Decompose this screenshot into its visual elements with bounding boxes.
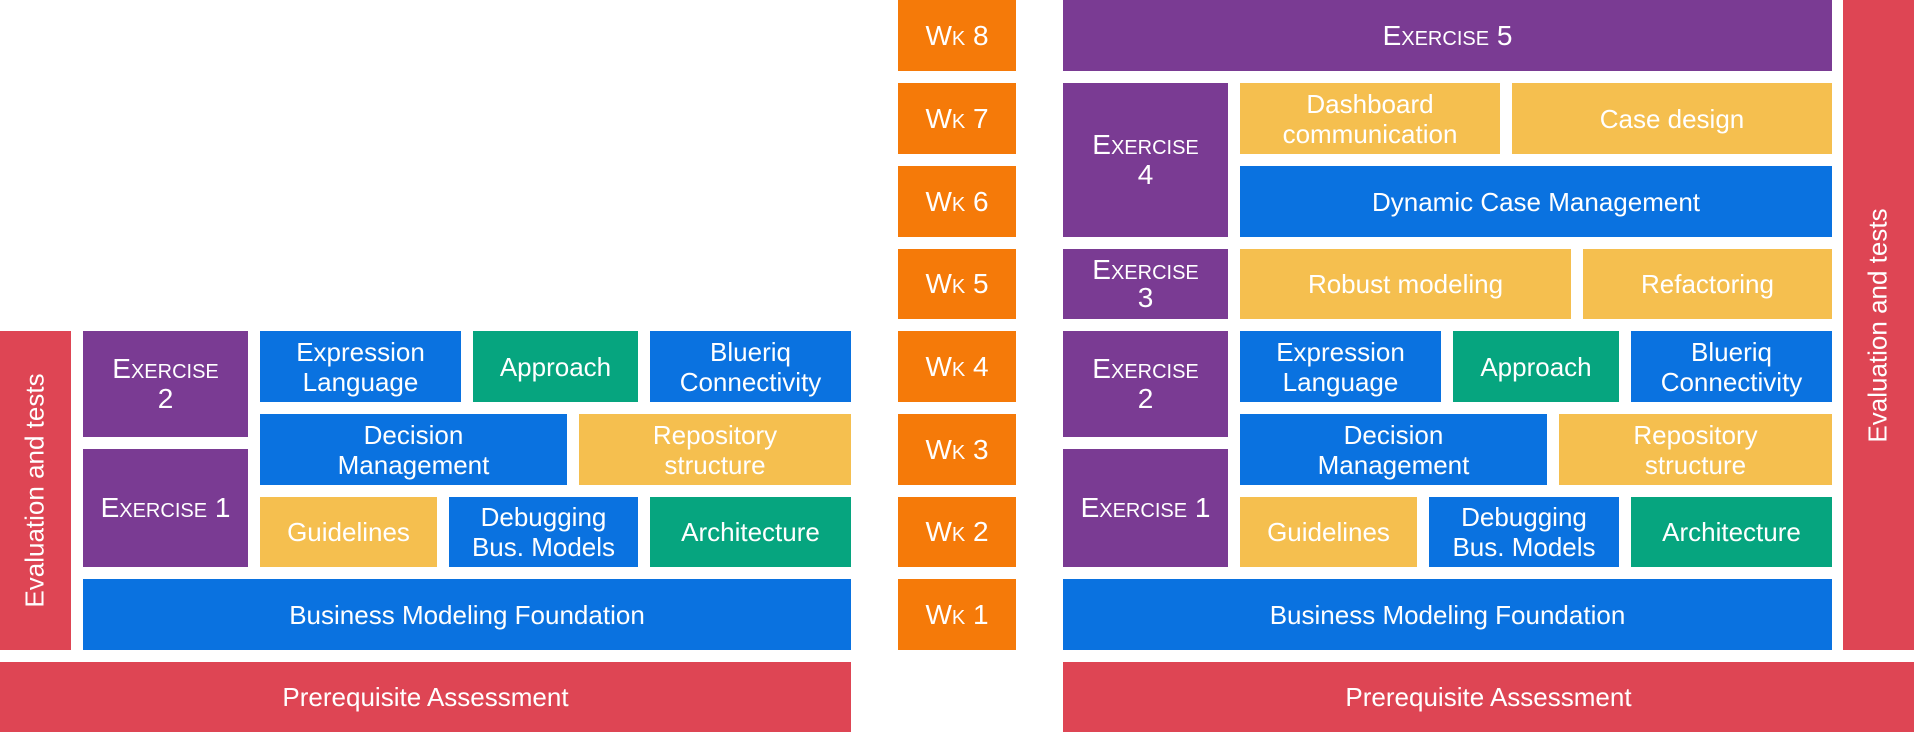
left-evaluation-tests-label: Evaluation and tests — [20, 373, 50, 608]
right-architecture: Architecture — [1631, 497, 1832, 567]
right-evaluation-tests-label: Evaluation and tests — [1863, 207, 1893, 443]
week-1: Wk 1 — [898, 579, 1016, 650]
left-expression-language: Expression Language — [260, 331, 461, 402]
right-guidelines: Guidelines — [1240, 497, 1417, 567]
right-exercise-3: Exercise 3 — [1063, 249, 1228, 319]
right-blueriq-connectivity: Blueriq Connectivity — [1631, 331, 1832, 402]
week-8: Wk 8 — [898, 0, 1016, 71]
right-prerequisite-assessment: Prerequisite Assessment — [1063, 662, 1914, 732]
left-blueriq-connectivity: Blueriq Connectivity — [650, 331, 851, 402]
week-5: Wk 5 — [898, 249, 1016, 319]
left-guidelines: Guidelines — [260, 497, 437, 567]
right-repository-structure: Repository structure — [1559, 414, 1832, 485]
right-exercise-5: Exercise 5 — [1063, 0, 1832, 71]
right-dashboard-communication: Dashboard communication — [1240, 83, 1500, 154]
right-robust-modeling: Robust modeling — [1240, 249, 1571, 319]
week-7: Wk 7 — [898, 83, 1016, 154]
week-2: Wk 2 — [898, 497, 1016, 567]
right-expression-language: Expression Language — [1240, 331, 1441, 402]
left-exercise-1: Exercise 1 — [83, 449, 248, 567]
right-decision-management: Decision Management — [1240, 414, 1547, 485]
left-prerequisite-assessment: Prerequisite Assessment — [0, 662, 851, 732]
left-approach: Approach — [473, 331, 638, 402]
week-3: Wk 3 — [898, 414, 1016, 485]
left-debugging-bus-models: Debugging Bus. Models — [449, 497, 638, 567]
left-exercise-2: Exercise 2 — [83, 331, 248, 437]
right-business-modeling-foundation: Business Modeling Foundation — [1063, 579, 1832, 650]
right-exercise-1: Exercise 1 — [1063, 449, 1228, 567]
left-evaluation-tests-bar: Evaluation and tests — [0, 331, 71, 650]
right-exercise-2: Exercise 2 — [1063, 331, 1228, 437]
right-dynamic-case-management: Dynamic Case Management — [1240, 166, 1832, 237]
right-debugging-bus-models: Debugging Bus. Models — [1429, 497, 1619, 567]
left-decision-management: Decision Management — [260, 414, 567, 485]
left-repository-structure: Repository structure — [579, 414, 851, 485]
left-architecture: Architecture — [650, 497, 851, 567]
week-4: Wk 4 — [898, 331, 1016, 402]
right-refactoring: Refactoring — [1583, 249, 1832, 319]
right-case-design: Case design — [1512, 83, 1832, 154]
week-6: Wk 6 — [898, 166, 1016, 237]
left-business-modeling-foundation: Business Modeling Foundation — [83, 579, 851, 650]
right-exercise-4: Exercise 4 — [1063, 83, 1228, 237]
right-evaluation-tests-bar: Evaluation and tests — [1843, 0, 1914, 650]
right-approach: Approach — [1453, 331, 1619, 402]
